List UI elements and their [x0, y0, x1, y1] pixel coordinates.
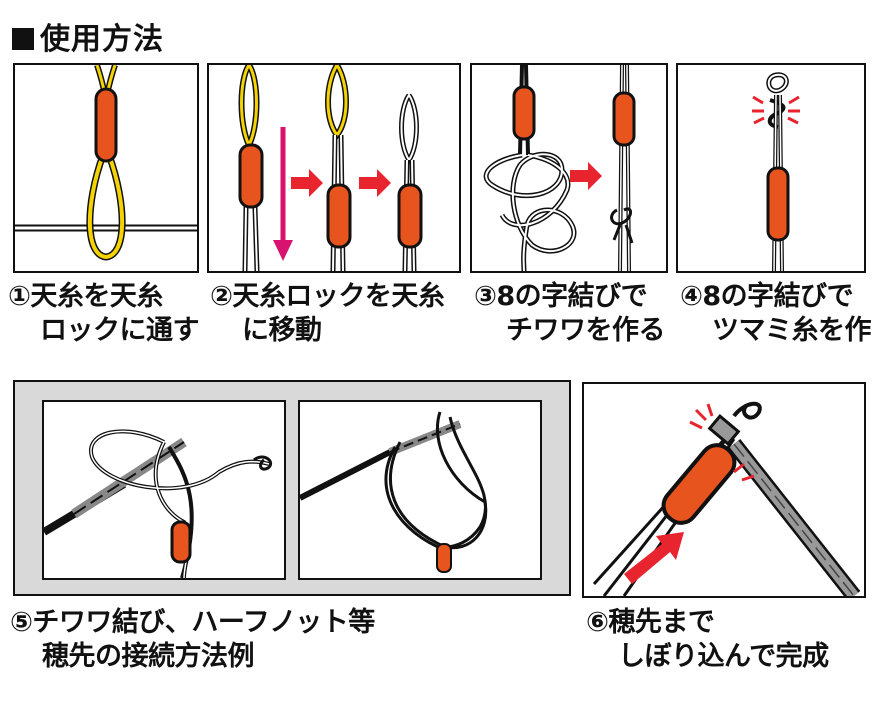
step6-illustration — [582, 382, 866, 598]
step6-caption: ⑥穂先まで しぼり込んで完成 — [586, 607, 829, 672]
square-bullet-icon — [12, 28, 34, 50]
step1-illustration — [13, 63, 199, 273]
step5-caption: ⑤チワワ結び、ハーフノット等 穂先の接続方法例 — [10, 607, 375, 672]
step4-illustration — [676, 63, 866, 273]
step4-caption: ④8の字結びで ツマミ糸を作る — [680, 281, 873, 346]
step2-caption: ②天糸ロックを天糸 に移動 — [210, 281, 445, 346]
title-text: 使用方法 — [40, 22, 164, 57]
step2-illustration — [207, 63, 461, 273]
step1-caption: ①天糸を天糸 ロックに通す — [8, 281, 200, 346]
step5-illustration-a — [42, 400, 286, 580]
step5-illustration-b — [298, 400, 542, 580]
step3-caption: ③8の字結びで チワワを作る — [474, 281, 666, 346]
step3-illustration — [470, 63, 668, 273]
section-title: 使用方法 — [12, 14, 164, 58]
